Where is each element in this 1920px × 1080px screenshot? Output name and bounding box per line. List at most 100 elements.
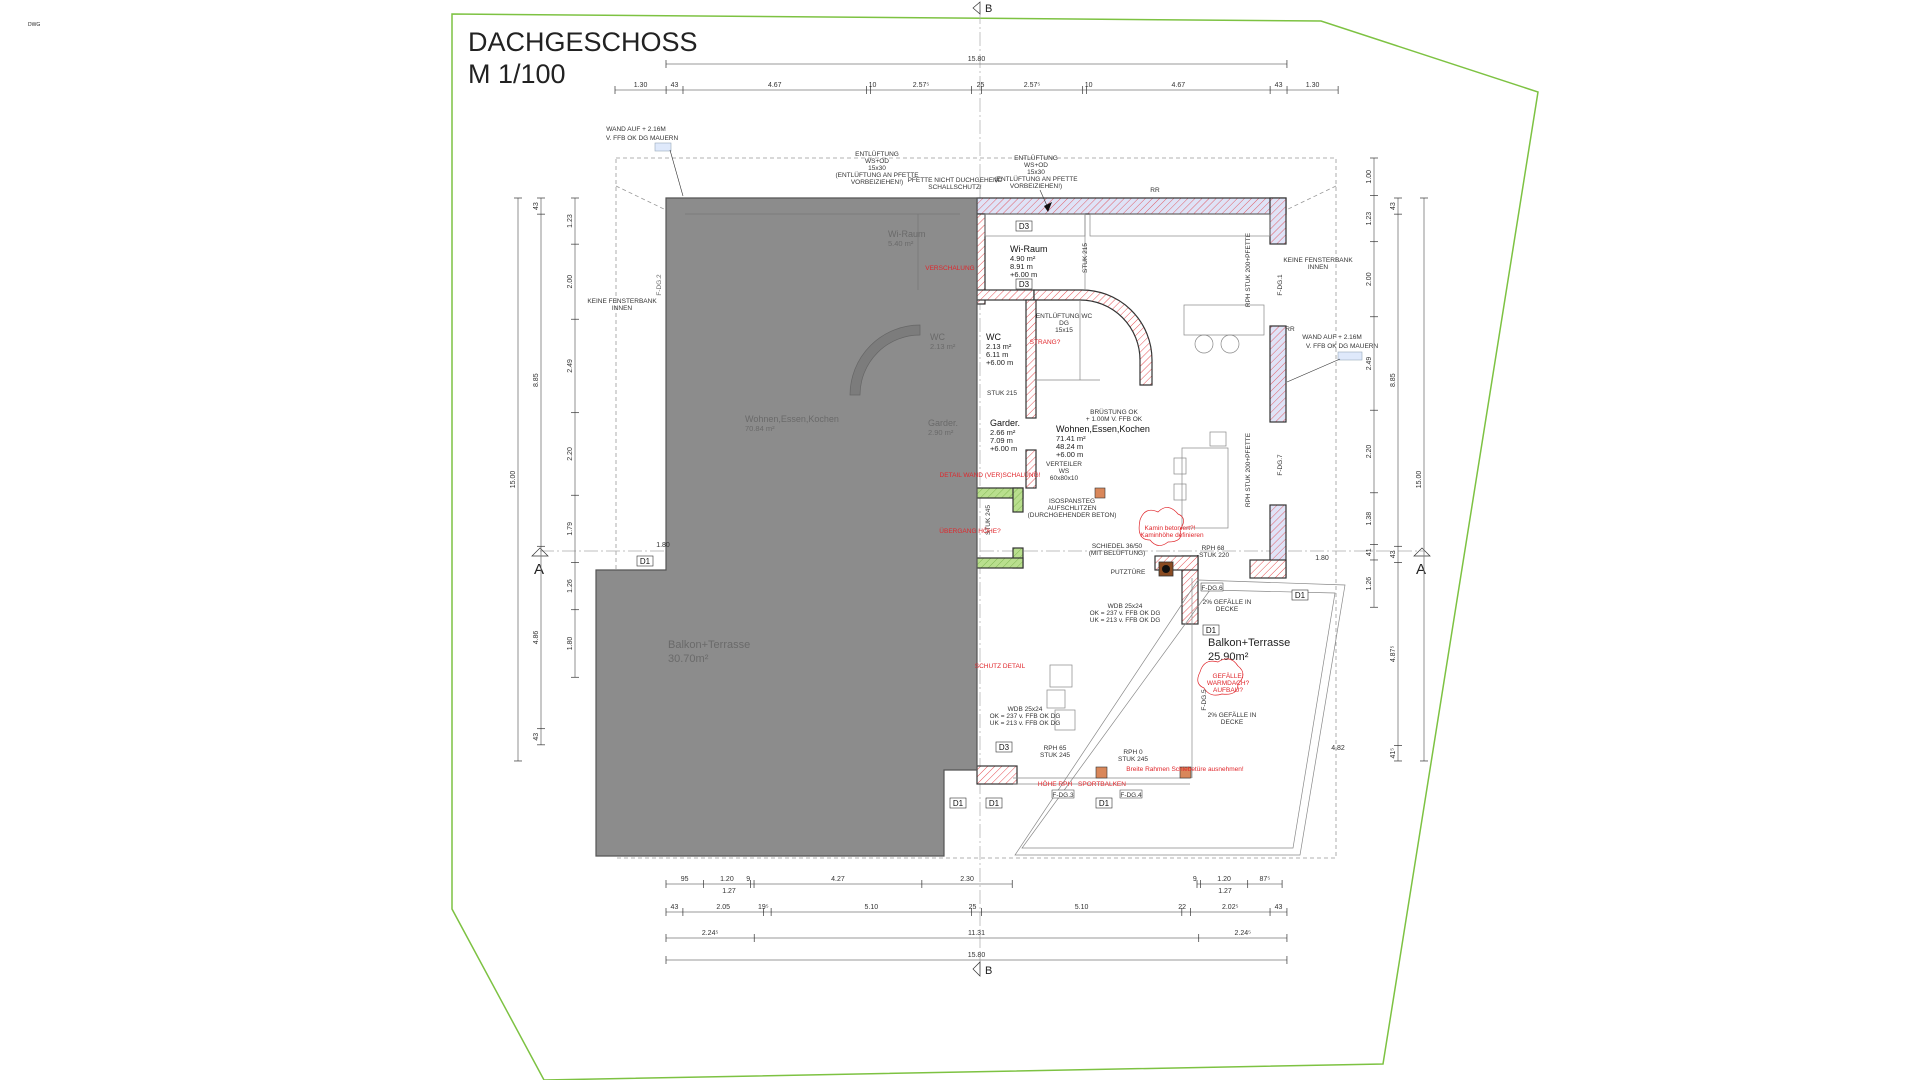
note-rph-stuk: -STUK 220 <box>1197 552 1230 559</box>
svg-text:D1: D1 <box>989 799 1000 808</box>
note-wand-auf: WAND AUF + 2.16M <box>606 126 666 133</box>
note-gefaelle-2: 2% GEFÄLLE IN <box>1208 711 1257 719</box>
note-stuk: STUK 245 <box>985 505 992 535</box>
dimension-label: 4.87⁵ <box>1390 646 1397 663</box>
chimney-flue <box>1162 565 1170 573</box>
note-putztuere: PUTZTÜRE <box>1111 568 1146 576</box>
room-height: +6.00 m <box>990 444 1017 453</box>
tag-fdg-mirrored: F-DG.2 <box>656 274 663 296</box>
svg-text:(ENTLÜFTUNG AN PFETTE: (ENTLÜFTUNG AN PFETTE <box>835 171 919 179</box>
room-area: 4.90 m² <box>1010 254 1036 263</box>
note-entlueftung-left: ENTLÜFTUNG WS+OD 15x30 (ENTLÜFTUNG AN PF… <box>835 150 919 186</box>
dimension-label: 15.00 <box>510 471 517 489</box>
tag-fdg: F-DG.3 <box>1051 789 1075 799</box>
tag-d3: D3 <box>995 741 1013 753</box>
mirrored-room-name: Garder. <box>928 418 958 428</box>
note-wdb: OK = 237 v. FFB OK DG <box>1090 610 1161 617</box>
tag-fdg: F-DG.1 <box>1277 274 1284 296</box>
note-wdb: WDB 25x24 <box>1108 603 1143 610</box>
note-wdb-2: OK = 237 v. FFB OK DG <box>990 713 1061 720</box>
dimension-label: 2.00 <box>567 275 574 289</box>
mirrored-room-name: Wohnen,Essen,Kochen <box>745 414 839 424</box>
room-height: +6.00 m <box>1056 450 1083 459</box>
dimension-label: 1.26 <box>1366 577 1373 591</box>
dimension-label: 9 <box>746 876 750 883</box>
section-marker-a-left: A <box>531 547 549 578</box>
dimension-label: 43 <box>671 904 679 911</box>
page-title: DACHGESCHOSS <box>468 27 698 57</box>
tag-d1: D1 <box>1291 589 1309 601</box>
room-perimeter: 7.09 m <box>990 436 1013 445</box>
note-entlueftung-wc: 15x15 <box>1055 327 1073 334</box>
svg-text:WS+OD: WS+OD <box>865 158 889 165</box>
dimension-label: 2.49 <box>1366 357 1373 371</box>
note-verteiler: 60x80x10 <box>1050 475 1079 482</box>
svg-text:F-DG.7: F-DG.7 <box>1277 454 1284 476</box>
room-height: +6.00 m <box>1010 270 1037 279</box>
mirrored-room-name: Wi-Raum <box>888 229 926 239</box>
dimension-label: 15.00 <box>1416 471 1423 489</box>
note-rph-stuk: STUK 245 <box>1040 752 1070 759</box>
dimension-label: 1.79 <box>567 522 574 536</box>
dimension-label: 5.10 <box>865 904 879 911</box>
dimension-label: 43 <box>1275 904 1283 911</box>
note-keine-fensterbank-left: INNEN <box>612 305 633 312</box>
dimension-label: 2.49 <box>567 359 574 373</box>
svg-text:F-DG.3: F-DG.3 <box>1052 792 1074 799</box>
note-entlueftung-wc: ENTLÜFTUNG WC <box>1036 312 1093 320</box>
dim-label: 1.80 <box>1315 555 1329 562</box>
svg-text:F-DG.4: F-DG.4 <box>1120 792 1142 799</box>
svg-text:ENTLÜFTUNG: ENTLÜFTUNG <box>1014 154 1058 162</box>
note-keine-fensterbank: KEINE FENSTERBANK <box>1283 257 1353 264</box>
mirrored-room-area: 70.84 m² <box>745 424 775 433</box>
red-note-gefaelle: WARMDACH? <box>1207 680 1250 687</box>
note-rph-stuk: RPH 68 <box>1202 545 1225 552</box>
dim-label: 4.82 <box>1331 745 1345 752</box>
room-labels: Wi-Raum 4.90 m² 8.91 m +6.00 m WC 2.13 m… <box>986 244 1290 663</box>
dimension-label: 43 <box>1390 202 1397 210</box>
dimension-label: 2.24⁵ <box>1235 930 1252 937</box>
dimension-label: 2.57⁵ <box>1024 82 1041 89</box>
dimension-label: 1.20 <box>1217 876 1231 883</box>
room-area: 25.90m² <box>1208 651 1249 663</box>
dimension-label: 1.00 <box>1366 170 1373 184</box>
mirrored-room-name: WC <box>930 332 945 342</box>
red-note-strang: STRANG? <box>1030 339 1061 346</box>
note-rph-stuk: STUK 245 <box>1118 756 1148 763</box>
note-rr: RR <box>1285 326 1295 333</box>
svg-text:F-DG.2: F-DG.2 <box>656 274 663 296</box>
dimension-sub-label: 1.27 <box>1218 888 1232 895</box>
note-bruestung: BRÜSTUNG OK <box>1090 408 1138 416</box>
tag-fdg: F-DG.4 <box>1119 789 1143 799</box>
note-wdb: UK = 213 v. FFB OK DG <box>1090 617 1161 624</box>
room-name-balkon: Balkon+Terrasse <box>1208 637 1290 649</box>
red-note-gefaelle: AUFBAU? <box>1213 687 1243 694</box>
note-keine-fensterbank: INNEN <box>1308 264 1329 271</box>
dimension-label: 25 <box>977 82 985 89</box>
mirrored-room-name: Balkon+Terrasse <box>668 639 750 651</box>
room-area: 2.66 m² <box>990 428 1016 437</box>
dimension-label: 2.02⁵ <box>1222 904 1239 911</box>
dim-label: 1.80 <box>656 542 670 549</box>
roof-line <box>1285 185 1337 211</box>
dimension-label: 10 <box>869 82 877 89</box>
note-keine-fensterbank-left: KEINE FENSTERBANK <box>587 298 657 305</box>
dimension-label: 25 <box>969 904 977 911</box>
note-rph-stuk: RPH 0 <box>1123 749 1143 756</box>
dimension-sub-label: 1.27 <box>722 888 736 895</box>
note-verteiler: WS <box>1059 468 1070 475</box>
room-height: +6.00 m <box>986 358 1013 367</box>
dimension-label: 4.86 <box>533 631 540 645</box>
roof-line <box>615 185 667 211</box>
note-stuk: STUK 215 <box>987 390 1017 397</box>
dimension-label: 10 <box>1085 82 1093 89</box>
dimension-label: 43 <box>1275 82 1283 89</box>
tag-d1: D1 <box>1202 624 1220 636</box>
svg-text:F-DG.5: F-DG.5 <box>1201 689 1208 711</box>
room-name-garderobe: Garder. <box>990 418 1020 428</box>
dimension-label: 2.57⁵ <box>913 82 930 89</box>
note-wand-auf-right: WAND AUF + 2.16M <box>1302 334 1362 341</box>
dimension-label: 2.05 <box>716 904 730 911</box>
dimension-label: 1.23 <box>1366 212 1373 226</box>
